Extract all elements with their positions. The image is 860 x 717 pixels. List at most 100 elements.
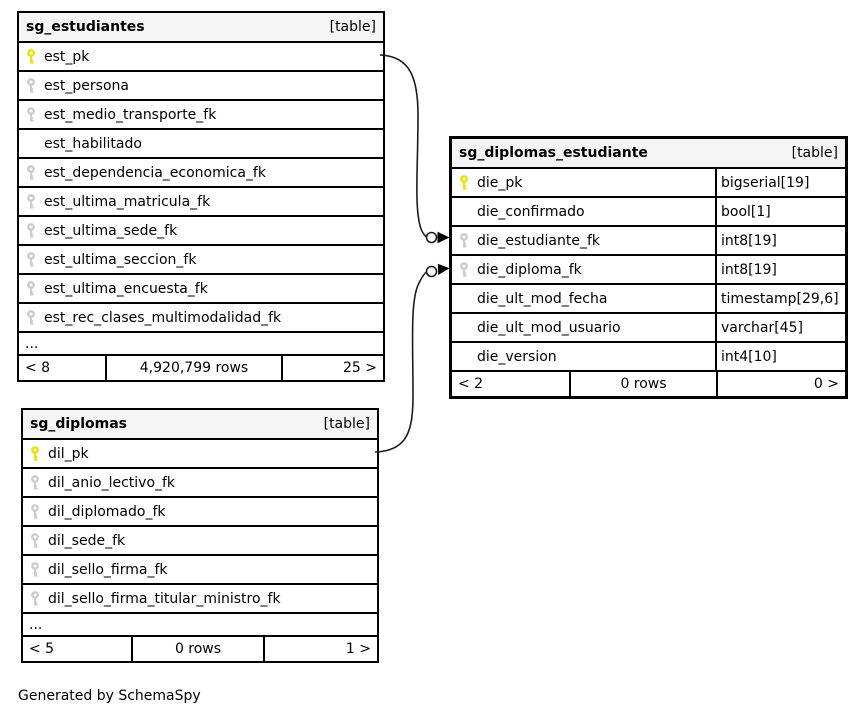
foreign-key-icon [26,309,36,326]
table-sg_diplomas_estudiante: sg_diplomas_estudiante [table] die_pk big… [449,136,848,399]
column-row[interactable]: est_rec_clases_multimodalidad_fk [19,304,383,333]
column-type: int8[19] [715,227,845,254]
column-row[interactable]: dil_sede_fk [23,527,377,556]
column-row[interactable]: est_dependencia_economica_fk [19,159,383,188]
column-row[interactable]: die_pk bigserial[19] [452,169,845,198]
table-footer: < 8 4,920,799 rows 25 > [19,356,383,380]
related-out-count: 0 > [813,376,839,392]
foreign-key-icon [26,222,36,239]
foreign-key-icon [26,106,36,123]
rows-count: 0 rows [133,637,265,661]
table-name[interactable]: sg_estudiantes [26,19,145,35]
table-header: sg_diplomas_estudiante [table] [452,139,845,169]
column-row[interactable]: est_medio_transporte_fk [19,101,383,130]
column-name: est_medio_transporte_fk [44,106,217,123]
table-type-label: [table] [791,145,838,161]
column-type: int4[10] [715,343,845,370]
relationship-line [379,54,428,238]
foreign-key-icon [30,561,40,578]
foreign-key-icon [26,77,36,94]
column-name: est_ultima_matricula_fk [44,193,211,210]
arrowhead-icon [437,263,450,275]
related-out-count: 1 > [345,641,371,657]
column-name: dil_pk [48,445,89,462]
column-name: est_ultima_encuesta_fk [44,280,208,297]
primary-key-icon [30,445,40,462]
no-key-icon [459,349,469,365]
column-name: die_estudiante_fk [477,232,601,249]
no-key-icon [459,204,469,220]
column-name: est_pk [44,48,90,65]
table-name[interactable]: sg_diplomas [30,416,127,432]
column-name: die_diploma_fk [477,261,582,278]
column-type: varchar[45] [715,314,845,341]
column-row[interactable]: die_estudiante_fk int8[19] [452,227,845,256]
column-name: est_rec_clases_multimodalidad_fk [44,309,282,326]
no-key-icon [459,320,469,336]
foreign-key-icon [30,474,40,491]
column-name: est_persona [44,77,129,94]
generated-by-label: Generated by SchemaSpy [18,688,201,704]
no-key-icon [26,136,36,152]
column-row[interactable]: est_ultima_encuesta_fk [19,275,383,304]
related-out-count: 25 > [343,360,377,376]
column-row[interactable]: dil_diplomado_fk [23,498,377,527]
table-type-label: [table] [329,19,376,35]
column-row[interactable]: est_ultima_sede_fk [19,217,383,246]
column-type: bigserial[19] [715,169,845,196]
foreign-key-icon [459,232,469,249]
arrowhead-icon [437,231,450,244]
foreign-key-icon [30,590,40,607]
column-name: die_confirmado [477,203,585,220]
column-name: dil_sello_firma_titular_ministro_fk [48,590,281,607]
column-row[interactable]: est_ultima_seccion_fk [19,246,383,275]
column-name: est_ultima_sede_fk [44,222,178,239]
table-header: sg_estudiantes [table] [19,13,383,43]
related-in-count: < 5 [23,637,133,661]
column-type: int8[19] [715,256,845,283]
column-name: dil_diplomado_fk [48,503,166,520]
column-name: est_ultima_seccion_fk [44,251,197,268]
column-name: dil_anio_lectivo_fk [48,474,176,491]
no-key-icon [459,291,469,307]
primary-key-icon [26,48,36,65]
column-name: est_habilitado [44,135,142,152]
column-row[interactable]: est_ultima_matricula_fk [19,188,383,217]
column-row[interactable]: est_pk [19,43,383,72]
column-name: die_pk [477,174,523,191]
column-row[interactable]: dil_sello_firma_fk [23,556,377,585]
column-name: est_dependencia_economica_fk [44,164,266,181]
foreign-key-icon [30,503,40,520]
column-name: die_ult_mod_usuario [477,319,621,336]
foreign-key-icon [26,251,36,268]
foreign-key-icon [26,280,36,297]
column-row[interactable]: est_habilitado [19,130,383,159]
related-in-count: < 2 [452,372,571,396]
foreign-key-icon [459,261,469,278]
column-row[interactable]: dil_pk [23,440,377,469]
rows-count: 0 rows [571,372,718,396]
zero-many-circle [425,231,438,244]
table-sg_estudiantes: sg_estudiantes [table] est_pk est_person… [17,11,385,382]
table-sg_diplomas: sg_diplomas [table] dil_pk dil_anio_lect… [21,408,379,663]
column-name: dil_sello_firma_fk [48,561,168,578]
column-row[interactable]: die_ult_mod_usuario varchar[45] [452,314,845,343]
table-footer: < 2 0 rows 0 > [452,372,845,396]
ellipsis-row: ... [23,614,377,637]
column-row[interactable]: est_persona [19,72,383,101]
column-row[interactable]: die_diploma_fk int8[19] [452,256,845,285]
column-row[interactable]: dil_anio_lectivo_fk [23,469,377,498]
table-footer: < 5 0 rows 1 > [23,637,377,661]
primary-key-icon [459,174,469,191]
table-name[interactable]: sg_diplomas_estudiante [459,145,648,161]
rows-count: 4,920,799 rows [107,356,283,380]
related-in-count: < 8 [19,356,107,380]
column-row[interactable]: dil_sello_firma_titular_ministro_fk [23,585,377,614]
foreign-key-icon [26,164,36,181]
ellipsis-row: ... [19,333,383,356]
table-type-label: [table] [323,416,370,432]
